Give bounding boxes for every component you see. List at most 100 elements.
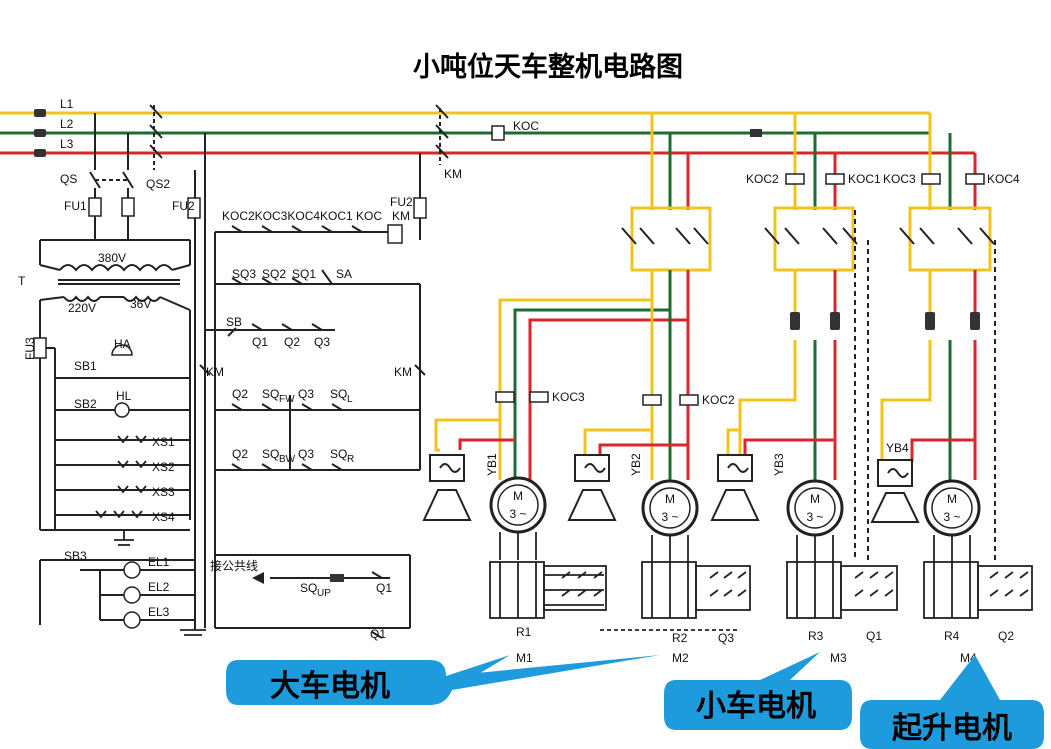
sq3-label: SQ3 (232, 267, 256, 281)
fu2-left-fuse-icon (187, 197, 201, 219)
m1-m-label: M (513, 489, 523, 503)
sa-label: SA (336, 267, 352, 281)
yb2-brake-icon (574, 454, 610, 482)
squp-sub-label: UP (317, 588, 331, 599)
m2-label: M2 (672, 651, 689, 665)
q2-fw-label: Q2 (232, 387, 248, 401)
sqfw-sub-label: FW (279, 394, 295, 405)
ha-label: HA (114, 337, 131, 351)
hl-lamp-icon (114, 402, 130, 418)
yb2-label: YB2 (629, 453, 643, 476)
sb3-label: SB3 (64, 549, 87, 563)
v220-label: 220V (68, 301, 96, 315)
q2-label: Q2 (284, 335, 300, 349)
motor-m4: M 3 ~ (923, 479, 981, 537)
el3-lamp-icon (123, 611, 141, 629)
v380-label: 380V (98, 251, 126, 265)
power-group-2-contacts (764, 210, 858, 560)
koc3-top-label: KOC3 (883, 172, 916, 186)
phase-label-l2: L2 (60, 117, 74, 131)
left-panel-components (33, 197, 201, 629)
m1-phase-label: 3 ~ (509, 507, 526, 521)
r3-label: R3 (808, 629, 824, 643)
yb3-brake-icon (717, 454, 753, 482)
m4-phase-label: 3 ~ (943, 510, 960, 524)
koc3-mid-label: KOC3 (552, 390, 585, 404)
koc4-top-label: KOC4 (987, 172, 1020, 186)
q3-l-label: Q3 (298, 387, 314, 401)
koc2-mid-label: KOC2 (702, 393, 735, 407)
km-coil-icon (387, 224, 403, 244)
callout-hoist: 起升电机 (860, 655, 1044, 749)
koc-main-coil-icon (491, 125, 505, 141)
control-wiring (204, 133, 421, 629)
xs3-label: XS3 (152, 485, 175, 499)
q1-b-label: Q1 (370, 627, 386, 641)
horn-icon (111, 344, 133, 356)
power-group-1-wiring (434, 113, 712, 480)
socket-symbols (95, 435, 206, 636)
q1-label: Q1 (252, 335, 268, 349)
km-right-label: KM (394, 365, 412, 379)
qs-label: QS (60, 172, 77, 186)
squp-label: SQ (300, 581, 317, 595)
koc1-top-label: KOC1 (848, 172, 881, 186)
el2-label: EL2 (148, 580, 170, 594)
m4-m-label: M (947, 492, 957, 506)
callout-small-car-text: 小车电机 (696, 689, 816, 724)
xs1-label: XS1 (152, 435, 175, 449)
callout-small-car: 小车电机 (664, 652, 852, 730)
m1-label: M1 (516, 651, 533, 665)
sb1-label: SB1 (74, 359, 97, 373)
callout-big-car: 大车电机 (226, 655, 660, 705)
sqbw-sub-label: BW (279, 454, 296, 465)
q1-power-label: Q1 (866, 629, 882, 643)
sqfw-label: SQ (262, 387, 279, 401)
diagram-title: 小吨位天车整机电路图 (413, 51, 683, 83)
koc-main-label: KOC (513, 119, 539, 133)
transformer-label: T (18, 274, 26, 288)
el1-label: EL1 (148, 555, 170, 569)
motor-m3: M 3 ~ (786, 479, 844, 537)
qs2-label: QS2 (146, 177, 170, 191)
m3-label: M3 (830, 651, 847, 665)
xs2-label: XS2 (152, 460, 175, 474)
fu1-fuse-icon (88, 197, 102, 217)
koc-chain-label: KOC2KOC3KOC4KOC1 KOC (222, 209, 382, 223)
sq1-label: SQ1 (292, 267, 316, 281)
fu1b-fuse-icon (121, 197, 135, 217)
km-main-contactor (435, 104, 449, 165)
callout-hoist-text: 起升电机 (892, 711, 1012, 746)
koc-coils (495, 173, 985, 406)
brake-units (422, 454, 920, 523)
power-fuses (790, 312, 980, 330)
sqr-sub-label: R (347, 454, 354, 465)
fu2-left-label: FU2 (172, 199, 195, 213)
sq2-label: SQ2 (262, 267, 286, 281)
fu2-control-label: FU2 (390, 195, 413, 209)
m3-m-label: M (810, 492, 820, 506)
yb4-brake-icon (877, 459, 913, 487)
r1-label: R1 (516, 625, 532, 639)
r2-label: R2 (672, 631, 688, 645)
sqr-label: SQ (330, 447, 347, 461)
sb-label: SB (226, 315, 242, 329)
q2-bw-label: Q2 (232, 447, 248, 461)
power-group-1-contacts (621, 227, 709, 245)
control-contacts (199, 225, 426, 639)
el2-lamp-icon (123, 586, 141, 604)
q2-power-label: Q2 (998, 629, 1014, 643)
power-group-2-wiring (726, 113, 855, 480)
motor-m1: M 3 ~ (489, 476, 547, 534)
motor-m2: M 3 ~ (641, 479, 699, 537)
km-coil-label: KM (392, 209, 410, 223)
yb1-brake-icon (429, 454, 465, 482)
m2-m-label: M (665, 492, 675, 506)
rotor-resistors (489, 532, 1033, 631)
power-group-3-contacts (867, 227, 996, 560)
v36-label: 36V (130, 297, 151, 311)
phase-label-l1: L1 (60, 97, 74, 111)
callout-big-car-text: 大车电机 (270, 669, 390, 704)
phase-bus (0, 111, 975, 155)
